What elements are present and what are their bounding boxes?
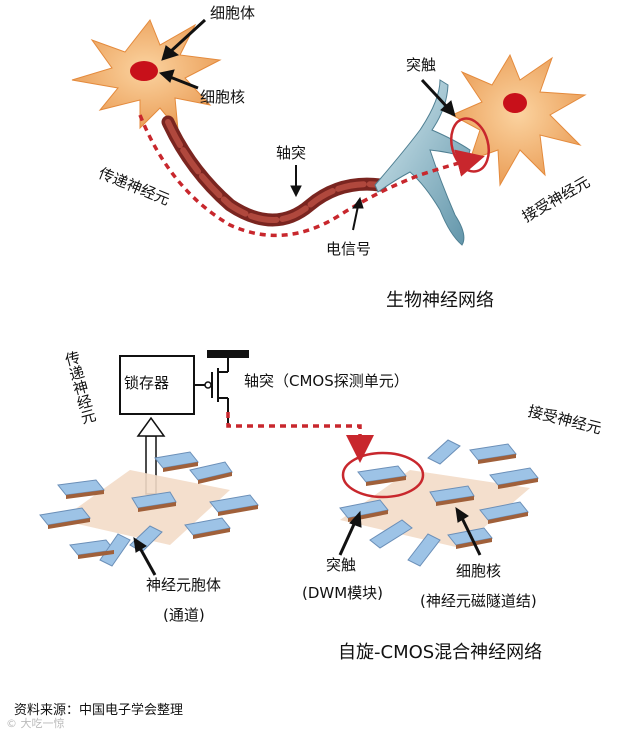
sending-neuron-array bbox=[39, 451, 259, 567]
synapse-terminal bbox=[374, 79, 471, 246]
latch-circuit bbox=[119, 350, 249, 426]
receiving-neuron-body bbox=[450, 53, 587, 187]
label-dwm: (DWM模块) bbox=[302, 584, 384, 602]
title-biological-network: 生物神经网络 bbox=[386, 290, 494, 311]
label-channel: (通道) bbox=[163, 606, 205, 624]
label-mtj: (神经元磁隧道结) bbox=[420, 592, 537, 610]
label-nucleus-cmos: 细胞核 bbox=[456, 562, 502, 580]
watermark: © 大吃一惊 bbox=[6, 717, 65, 730]
receiving-neuron-nucleus bbox=[503, 93, 527, 113]
dwm-highlight-ring bbox=[341, 451, 425, 499]
bottom-pointer-arrows bbox=[133, 506, 482, 576]
label-synapse-cmos: 突触 bbox=[326, 556, 357, 574]
receiving-neuron-array bbox=[339, 439, 539, 567]
axon bbox=[161, 115, 387, 227]
label-electric-signal: 电信号 bbox=[326, 240, 372, 258]
source-note: 资料来源：中国电子学会整理 bbox=[14, 703, 184, 718]
electric-signal-path bbox=[138, 114, 485, 238]
label-cell-body: 细胞体 bbox=[210, 4, 256, 22]
label-neuron-body: 神经元胞体 bbox=[146, 576, 222, 594]
cmos-signal-path bbox=[226, 412, 374, 463]
latch-input-arrow bbox=[136, 416, 166, 495]
sending-neuron bbox=[71, 19, 222, 132]
label-latch: 锁存器 bbox=[124, 374, 170, 392]
label-axon-cmos: 轴突（CMOS探测单元） bbox=[244, 372, 409, 390]
label-synapse: 突触 bbox=[406, 56, 437, 74]
top-pointer-arrows bbox=[158, 18, 456, 231]
title-spin-cmos-network: 自旋-CMOS混合神经网络 bbox=[338, 642, 543, 663]
receiving-neuron bbox=[450, 53, 587, 187]
label-nucleus: 细胞核 bbox=[200, 88, 246, 106]
label-axon: 轴突 bbox=[276, 144, 307, 162]
sending-neuron-nucleus bbox=[130, 61, 158, 81]
